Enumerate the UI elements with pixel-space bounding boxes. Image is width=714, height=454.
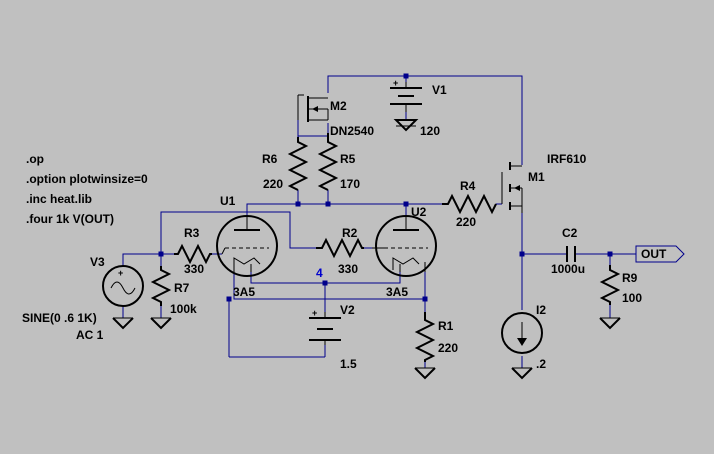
- tube-u1[interactable]: [216, 215, 278, 277]
- r1-value[interactable]: 220: [438, 341, 458, 355]
- ground-icon: [150, 317, 172, 330]
- u1-name[interactable]: U1: [220, 194, 236, 208]
- r9-name[interactable]: R9: [622, 271, 638, 285]
- resistor-r2[interactable]: [316, 237, 364, 259]
- resistor-r3[interactable]: [174, 243, 212, 265]
- mosfet-m1[interactable]: [501, 162, 523, 213]
- out-label[interactable]: OUT: [641, 247, 667, 261]
- r2-name[interactable]: R2: [342, 226, 358, 240]
- ground-icon: [414, 367, 436, 380]
- ground-icon: [112, 317, 134, 330]
- r4-value[interactable]: 220: [456, 215, 476, 229]
- current-source-i2[interactable]: [501, 312, 543, 354]
- svg-text:+: +: [118, 268, 123, 278]
- wire-top-rail: [327, 75, 523, 165]
- sine-source-v3[interactable]: +: [102, 265, 144, 307]
- ground-icon: [511, 367, 533, 380]
- resistor-r5[interactable]: [317, 133, 339, 191]
- v1-value[interactable]: 120: [420, 124, 440, 138]
- wires: [122, 75, 636, 368]
- r4-name[interactable]: R4: [460, 179, 476, 193]
- c2-name[interactable]: C2: [562, 226, 578, 240]
- v3-ac[interactable]: AC 1: [76, 328, 104, 342]
- spice-directives[interactable]: .op .option plotwinsize=0 .inc heat.lib …: [26, 152, 148, 226]
- directive-inc[interactable]: .inc heat.lib: [26, 192, 92, 206]
- capacitor-c2[interactable]: [566, 246, 576, 262]
- r5-name[interactable]: R5: [340, 152, 356, 166]
- r6-name[interactable]: R6: [262, 152, 278, 166]
- m1-name[interactable]: M1: [528, 170, 545, 184]
- out-port[interactable]: OUT: [635, 245, 685, 263]
- v2-name[interactable]: V2: [340, 303, 355, 317]
- resistor-r7[interactable]: [150, 266, 172, 306]
- resistor-r1[interactable]: [414, 312, 436, 362]
- resistor-r6[interactable]: [287, 137, 309, 191]
- r7-name[interactable]: R7: [174, 281, 190, 295]
- r3-name[interactable]: R3: [184, 226, 200, 240]
- v1-name[interactable]: V1: [432, 83, 447, 97]
- u1-value[interactable]: 3A5: [233, 285, 255, 299]
- directive-four[interactable]: .four 1k V(OUT): [26, 212, 114, 226]
- net-label-4[interactable]: 4: [316, 266, 323, 280]
- i2-name[interactable]: I2: [536, 303, 546, 317]
- ground-icon: [393, 119, 419, 132]
- resistor-r4[interactable]: [442, 193, 497, 215]
- v3-name[interactable]: V3: [90, 255, 105, 269]
- tube-u2[interactable]: [372, 215, 437, 277]
- mosfet-m2[interactable]: [297, 94, 329, 122]
- m1-value[interactable]: IRF610: [547, 152, 587, 166]
- r3-value[interactable]: 330: [184, 262, 204, 276]
- directive-option[interactable]: .option plotwinsize=0: [26, 172, 148, 186]
- c2-value[interactable]: 1000u: [551, 262, 585, 276]
- battery-v1[interactable]: +: [390, 78, 422, 112]
- r9-value[interactable]: 100: [622, 291, 642, 305]
- svg-text:+: +: [312, 308, 317, 318]
- m2-name[interactable]: M2: [330, 99, 347, 113]
- r1-name[interactable]: R1: [438, 319, 454, 333]
- battery-v2[interactable]: +: [309, 308, 341, 345]
- r7-value[interactable]: 100k: [170, 302, 197, 316]
- ground-icon: [599, 317, 621, 330]
- r2-value[interactable]: 330: [338, 262, 358, 276]
- directive-op[interactable]: .op: [26, 152, 44, 166]
- u2-value[interactable]: 3A5: [386, 285, 408, 299]
- m2-value[interactable]: DN2540: [330, 124, 374, 138]
- junction-dots: [158, 73, 613, 302]
- v3-value[interactable]: SINE(0 .6 1K): [22, 311, 97, 325]
- i2-value[interactable]: .2: [536, 357, 546, 371]
- r5-value[interactable]: 170: [340, 177, 360, 191]
- r6-value[interactable]: 220: [263, 177, 283, 191]
- v2-value[interactable]: 1.5: [340, 357, 357, 371]
- svg-text:+: +: [393, 78, 398, 88]
- u2-name[interactable]: U2: [411, 205, 427, 219]
- resistor-r9[interactable]: [599, 265, 621, 305]
